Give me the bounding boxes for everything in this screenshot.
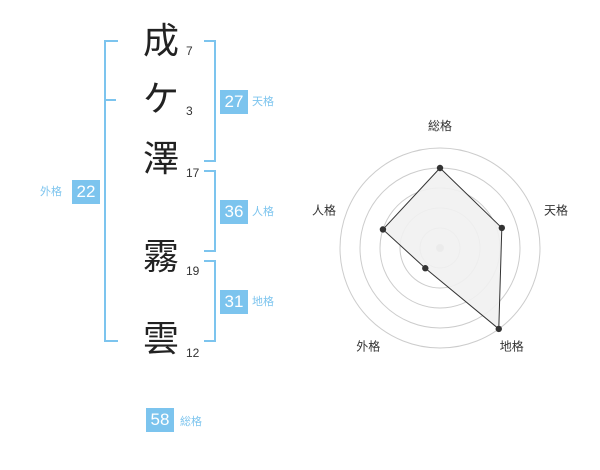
chikaku-bracket: [204, 260, 216, 342]
radar-grid-ring: [339, 147, 541, 349]
radar-axis-label-4: 外格: [356, 339, 380, 354]
gaikaku-badge: 22: [72, 180, 100, 204]
name-char-2: ケ: [142, 79, 179, 120]
tenkaku-badge: 27: [220, 90, 248, 114]
chikaku-label: 地格: [252, 295, 274, 308]
name-char-3: 澤: [142, 139, 179, 180]
soukaku-badge: 58: [146, 408, 174, 432]
radar-axis-label-2: 天格: [544, 202, 568, 217]
name-char-5: 雲: [142, 319, 179, 360]
chikaku-badge: 31: [220, 290, 248, 314]
stroke-count-5: 12: [186, 346, 200, 360]
tenkaku-bracket: [204, 40, 216, 162]
jinkaku-label: 人格: [252, 205, 274, 218]
radar-axis-label-3: 地格: [500, 339, 524, 354]
gaikaku-midline: [104, 99, 116, 101]
soukaku-label: 総格: [180, 415, 202, 428]
name-char-4: 霧: [142, 237, 179, 278]
radar-point-4: [422, 265, 429, 272]
stroke-count-4: 19: [186, 264, 200, 278]
name-char-1: 成: [142, 21, 179, 62]
radar-point-5: [379, 226, 387, 233]
tenkaku-label: 天格: [252, 95, 274, 108]
gaikaku-bracket: [104, 40, 118, 342]
radar-point-1: [436, 164, 444, 172]
stroke-count-1: 7: [186, 44, 193, 58]
jinkaku-badge: 36: [220, 200, 248, 224]
gaikaku-label: 外格: [40, 185, 62, 198]
stroke-count-3: 17: [186, 166, 200, 180]
radar-axis-label-5: 人格: [312, 202, 336, 217]
radar-point-3: [495, 325, 502, 333]
radar-point-2: [498, 224, 506, 232]
radar-data-polygon: [382, 167, 503, 330]
radar-axis-label-1: 総格: [428, 118, 452, 133]
jinkaku-bracket: [204, 170, 216, 252]
stroke-count-2: 3: [186, 104, 193, 118]
